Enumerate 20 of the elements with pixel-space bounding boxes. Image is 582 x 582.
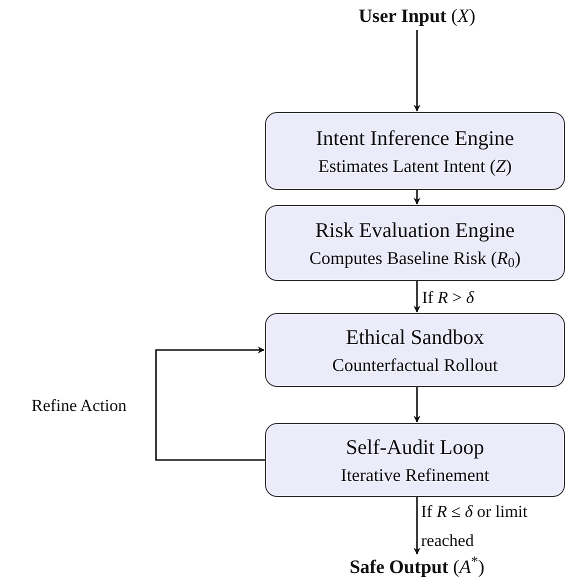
process-box — [265, 112, 565, 190]
arrow — [414, 281, 420, 313]
arrow — [155, 346, 265, 461]
box-subtitle: Estimates Latent Intent (Z) — [318, 154, 512, 178]
process-box — [265, 313, 565, 387]
process-box — [265, 423, 565, 497]
process-box — [265, 205, 565, 281]
box-title: Self-Audit Loop — [346, 434, 484, 460]
box-subtitle: Counterfactual Rollout — [332, 354, 498, 376]
box-title: Ethical Sandbox — [346, 324, 484, 350]
box-title: Intent Inference Engine — [316, 124, 514, 151]
arrow — [414, 30, 420, 112]
terminal-label: Safe Output (A$^{*}$) — [317, 555, 517, 581]
box-title: Risk Evaluation Engine — [315, 216, 515, 243]
terminal-label: User Input (X) — [317, 4, 517, 30]
box-subtitle: Computes Baseline Risk (R$_{0}$) — [309, 246, 521, 270]
arrow — [414, 497, 420, 555]
arrow — [414, 387, 420, 423]
box-subtitle: Iterative Refinement — [340, 464, 490, 486]
arrow — [414, 190, 420, 205]
